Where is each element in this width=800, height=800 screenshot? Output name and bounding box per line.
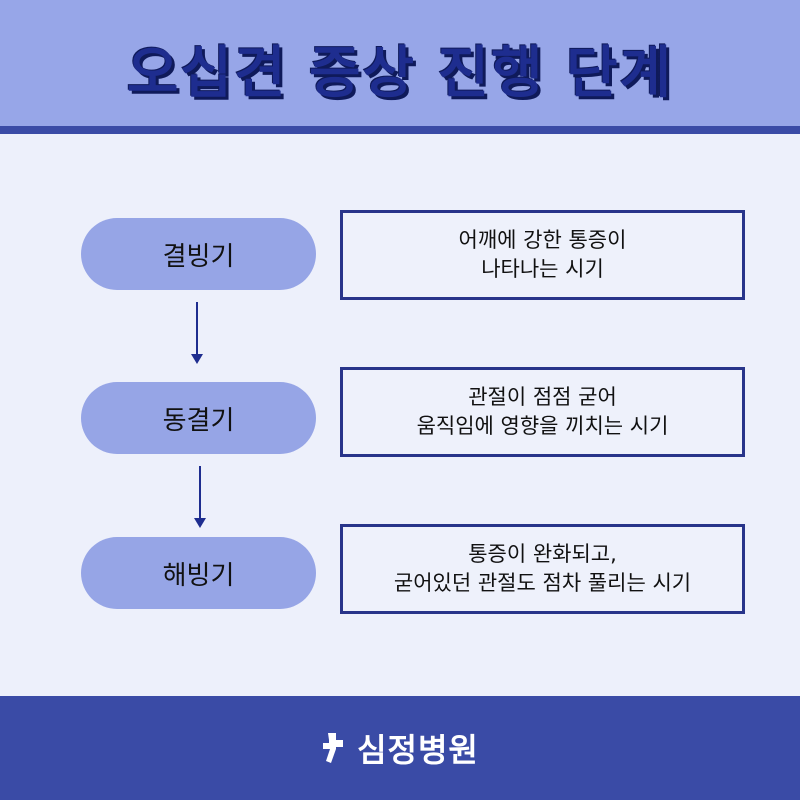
stage-pill-thawing: 해빙기 <box>81 537 316 609</box>
stage-description-line: 나타나는 시기 <box>481 257 604 281</box>
stage-description-line: 관절이 점점 굳어 <box>468 384 617 409</box>
stage-description-line: 굳어있던 관절도 점차 풀리는 시기 <box>393 571 692 595</box>
down-arrow-icon <box>192 466 208 528</box>
stage-pill-freezing: 결빙기 <box>81 218 316 290</box>
stage-description-line: 통증이 완화되고, <box>468 541 617 566</box>
stage-description-box: 관절이 점점 굳어 움직임에 영향을 끼치는 시기 <box>340 367 745 457</box>
brand-name: 심정병원 <box>357 731 479 769</box>
stage-description-box: 어깨에 강한 통증이 나타나는 시기 <box>340 210 745 300</box>
brand-logo: 심정병원 <box>321 725 479 771</box>
hospital-logo-icon <box>323 733 344 763</box>
stage-description-line: 움직임에 영향을 끼치는 시기 <box>416 414 669 438</box>
page-title: 오십견 증상 진행 단계 <box>126 41 674 106</box>
down-arrow-icon <box>189 302 205 364</box>
stage-pill-frozen: 동결기 <box>81 382 316 454</box>
stage-description-box: 통증이 완화되고, 굳어있던 관절도 점차 풀리는 시기 <box>340 524 745 614</box>
header-band <box>0 0 800 126</box>
header-divider <box>0 126 800 134</box>
stage-description-line: 어깨에 강한 통증이 <box>458 227 627 252</box>
footer-band: 심정병원 <box>0 696 800 800</box>
